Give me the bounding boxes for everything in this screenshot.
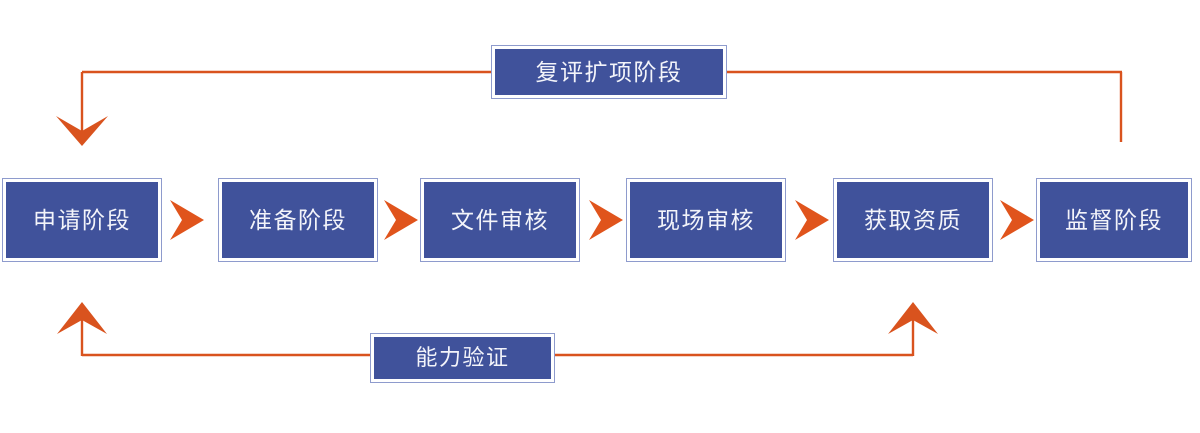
feedback-node-proficiency-testing-label: 能力验证 bbox=[415, 345, 510, 370]
stage-box-supervision-label: 监督阶段 bbox=[1065, 206, 1163, 233]
feedback-node-recertification-fill: 复评扩项阶段 bbox=[495, 49, 723, 95]
stage-box-application-fill: 申请阶段 bbox=[6, 182, 158, 258]
arrow-down-to-application-icon bbox=[56, 116, 108, 146]
stage-box-preparation-label: 准备阶段 bbox=[249, 206, 347, 233]
stage-box-preparation-fill: 准备阶段 bbox=[222, 182, 374, 258]
stage-box-preparation[interactable]: 准备阶段 bbox=[218, 178, 378, 262]
feedback-node-recertification[interactable]: 复评扩项阶段 bbox=[491, 45, 727, 99]
stage-box-onsite-audit-fill: 现场审核 bbox=[630, 182, 782, 258]
feedback-node-proficiency-testing[interactable]: 能力验证 bbox=[370, 333, 555, 383]
arrow-up-to-application-icon bbox=[57, 302, 107, 334]
stage-box-onsite-audit[interactable]: 现场审核 bbox=[626, 178, 786, 262]
stage-box-document-review-label: 文件审核 bbox=[451, 206, 549, 233]
stage-box-supervision-fill: 监督阶段 bbox=[1040, 182, 1188, 258]
chevron-separator-5-icon bbox=[1000, 200, 1034, 240]
arrow-up-to-qualification-icon bbox=[888, 302, 938, 334]
stage-box-obtain-qualification[interactable]: 获取资质 bbox=[833, 178, 993, 262]
feedback-node-recertification-label: 复评扩项阶段 bbox=[535, 58, 683, 85]
chevron-separator-3-icon bbox=[589, 200, 623, 240]
stage-box-document-review[interactable]: 文件审核 bbox=[420, 178, 580, 262]
stage-box-application[interactable]: 申请阶段 bbox=[2, 178, 162, 262]
stage-box-application-label: 申请阶段 bbox=[33, 206, 131, 233]
chevron-separator-2-icon bbox=[384, 200, 418, 240]
feedback-node-proficiency-testing-fill: 能力验证 bbox=[374, 337, 551, 379]
stage-box-document-review-fill: 文件审核 bbox=[424, 182, 576, 258]
stage-box-obtain-qualification-fill: 获取资质 bbox=[837, 182, 989, 258]
chevron-separator-1-icon bbox=[170, 200, 204, 240]
stage-box-supervision[interactable]: 监督阶段 bbox=[1036, 178, 1192, 262]
chevron-separator-4-icon bbox=[795, 200, 829, 240]
stage-box-obtain-qualification-label: 获取资质 bbox=[864, 206, 962, 233]
stage-box-onsite-audit-label: 现场审核 bbox=[657, 206, 755, 233]
